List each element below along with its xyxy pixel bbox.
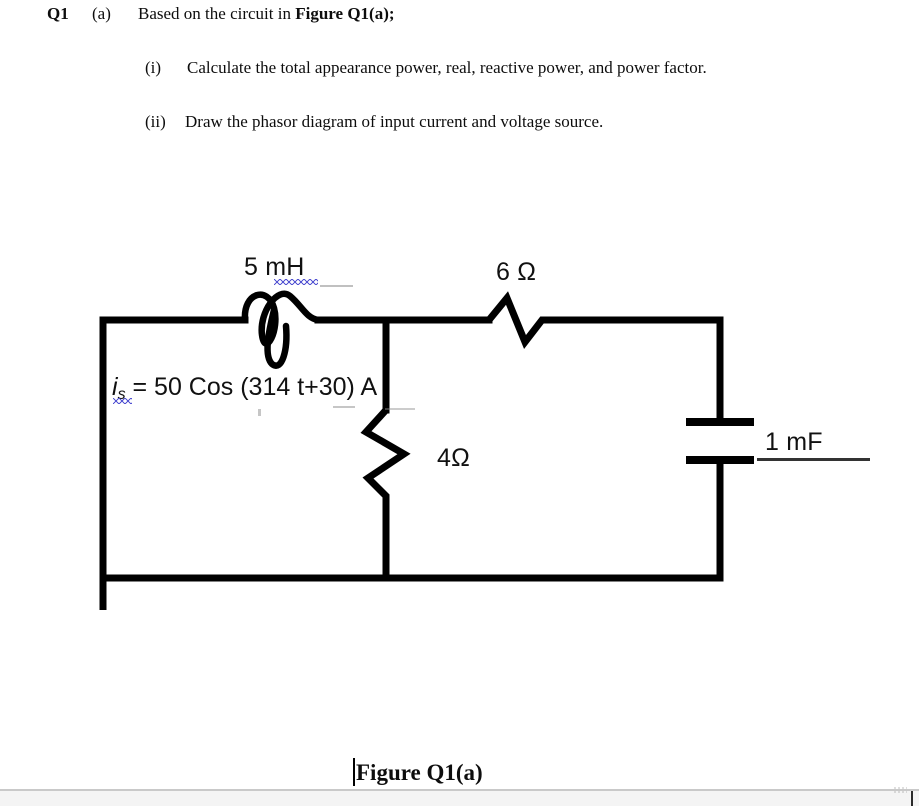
question-part-letter: (a) — [92, 4, 111, 23]
scan-artifact-mark — [333, 406, 355, 408]
current-source-equation-label: is = 50 Cos (314 t+30) A — [112, 373, 377, 404]
resistor-6ohm-symbol — [486, 291, 553, 349]
inductor-symbol — [241, 290, 322, 369]
question-item-ii-marker: (ii) — [145, 112, 166, 131]
question-item-ii: (ii) Draw the phasor diagram of input cur… — [145, 112, 603, 132]
scan-artifact-mark — [320, 285, 353, 287]
page-divider — [0, 789, 919, 791]
capacitor-label-underline — [757, 458, 870, 461]
resize-handle[interactable] — [893, 786, 907, 794]
scan-artifact-mark — [258, 409, 261, 416]
current-source-subscript: s — [117, 386, 126, 403]
question-heading-row: Q1 (a) Based on the circuit in Figure Q1(a… — [47, 4, 395, 24]
current-source-expression: = 50 Cos (314 t+30) A — [125, 373, 378, 401]
resistor-4ohm-value-label: 4Ω — [437, 444, 470, 472]
question-item-i: (i) Calculate the total appearance power,… — [145, 58, 707, 78]
question-stem-prefix: Based on the circuit in — [138, 4, 296, 23]
capacitor-value-label: 1 mF — [765, 428, 823, 456]
current-source-symbol-letter: i — [112, 373, 118, 401]
question-figure-reference: Figure Q1(a); — [295, 4, 395, 23]
circuit-diagram — [0, 230, 919, 610]
scan-artifact-mark — [385, 408, 415, 410]
question-item-ii-text: Draw the phasor diagram of input current… — [185, 112, 604, 131]
question-item-i-text: Calculate the total appearance power, re… — [187, 58, 707, 77]
footer-text-cursor — [911, 791, 913, 806]
page-footer-band — [0, 791, 919, 806]
figure-caption: Figure Q1(a) — [356, 760, 483, 785]
resistor-4ohm-symbol — [360, 407, 411, 504]
resistor-6ohm-value-label: 6 Ω — [496, 258, 537, 286]
spellcheck-underline-is — [113, 398, 132, 404]
question-item-i-marker: (i) — [145, 58, 162, 77]
spellcheck-underline-mh — [274, 279, 318, 285]
inductor-value-label: 5 mH — [244, 253, 305, 281]
capacitor-symbol — [686, 418, 754, 464]
text-cursor — [353, 758, 355, 786]
question-number: Q1 — [47, 4, 69, 23]
